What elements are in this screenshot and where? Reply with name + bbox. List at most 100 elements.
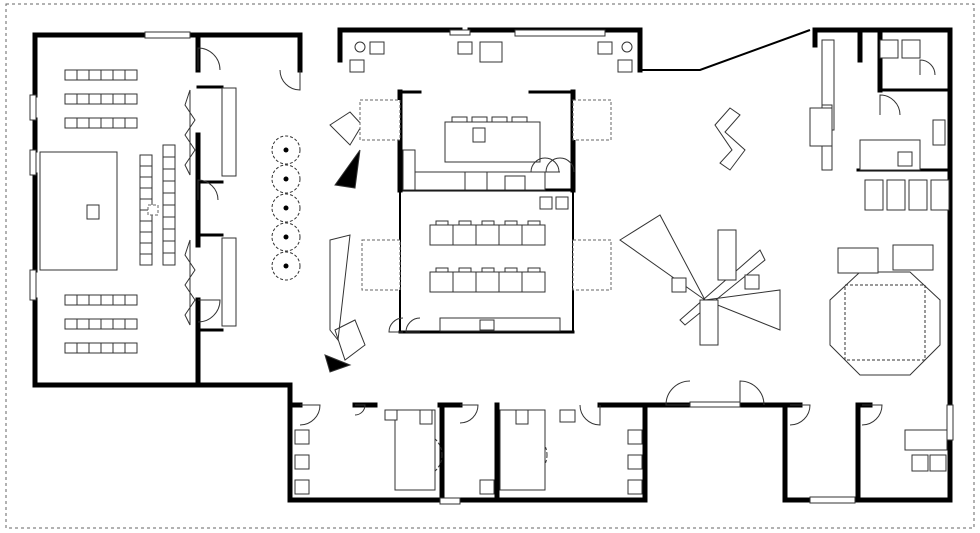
door-swing (919, 59, 936, 76)
door-swing (459, 404, 479, 424)
table-center (283, 234, 289, 240)
shelf-unit (88, 69, 102, 81)
round-table (271, 164, 301, 194)
counter (221, 87, 237, 177)
shelf-unit (88, 93, 102, 105)
table-center (283, 263, 289, 269)
desk (904, 429, 948, 451)
counter (439, 317, 561, 332)
door-swing (279, 69, 301, 91)
chair (458, 267, 472, 273)
shelf-unit (100, 342, 114, 354)
chair (527, 267, 541, 273)
window (439, 497, 461, 505)
island (444, 121, 541, 163)
door-swing (665, 380, 691, 406)
display-panel (619, 214, 706, 301)
counter (809, 107, 833, 147)
cabinet (555, 196, 569, 210)
lounge-chair (334, 319, 366, 361)
chair (504, 267, 518, 273)
door-swing (197, 299, 221, 323)
door-swing (197, 179, 219, 201)
cabinet (539, 196, 553, 210)
armchair (369, 41, 385, 55)
desk (498, 271, 523, 293)
shelf-unit (139, 187, 153, 200)
shelf-unit (124, 93, 138, 105)
door-swing (530, 157, 560, 173)
shelf-unit (112, 117, 126, 129)
chair (911, 454, 929, 472)
chair (504, 220, 518, 226)
cart (147, 204, 159, 216)
sink (479, 319, 495, 331)
desk (429, 271, 454, 293)
shelf-unit (139, 154, 153, 167)
door-swing (879, 94, 901, 116)
chair (527, 220, 541, 226)
counter-outline (572, 99, 612, 141)
sofa (892, 244, 934, 271)
table-center (283, 205, 289, 211)
shelf-unit (64, 93, 78, 105)
door-swing (739, 380, 765, 406)
shelf-unit (88, 294, 102, 306)
shelf-unit (139, 253, 153, 266)
wedge-counter (334, 149, 361, 189)
shelf-unit (162, 192, 176, 206)
shelf-unit (100, 117, 114, 129)
sink (472, 127, 486, 143)
shelf-unit (76, 294, 90, 306)
shelf-unit (162, 156, 176, 170)
shelf-unit (162, 204, 176, 218)
chair (481, 220, 495, 226)
door-swing (545, 157, 575, 173)
table-center (283, 176, 289, 182)
table-center (283, 147, 289, 153)
window (689, 401, 741, 408)
round-table (271, 135, 301, 165)
door-swing (197, 47, 221, 71)
display-wall (184, 239, 196, 326)
fridge (932, 119, 946, 146)
window (144, 31, 191, 39)
shelf-unit (64, 318, 78, 330)
door-swing (789, 404, 811, 426)
side-table (354, 41, 366, 53)
shelf-unit (100, 69, 114, 81)
page-border (5, 3, 975, 529)
window (449, 29, 471, 36)
window (29, 149, 37, 176)
shelf-unit (139, 165, 153, 178)
stool (491, 116, 508, 123)
shelf-unit (76, 342, 90, 354)
shelf-unit (162, 168, 176, 182)
counter-outline (572, 239, 612, 291)
shelf-unit (162, 240, 176, 254)
sink (559, 409, 576, 423)
shelf-unit (124, 294, 138, 306)
locker (627, 479, 643, 495)
shelf-unit (124, 69, 138, 81)
round-table (271, 251, 301, 281)
desk (521, 271, 546, 293)
door-swing (299, 404, 321, 426)
counter (402, 149, 416, 191)
shelf-unit (139, 220, 153, 233)
shelf-unit (76, 69, 90, 81)
chair (435, 267, 449, 273)
shelf-unit (112, 294, 126, 306)
door-swing (861, 404, 883, 426)
locker (294, 479, 310, 495)
stool (451, 116, 468, 123)
shelf-unit (64, 69, 78, 81)
window (514, 29, 606, 37)
armchair (617, 59, 633, 73)
chair (458, 220, 472, 226)
turning-circle (502, 432, 548, 478)
counter (221, 237, 237, 327)
chair (435, 220, 449, 226)
sink (897, 151, 913, 167)
shelf-unit (88, 342, 102, 354)
